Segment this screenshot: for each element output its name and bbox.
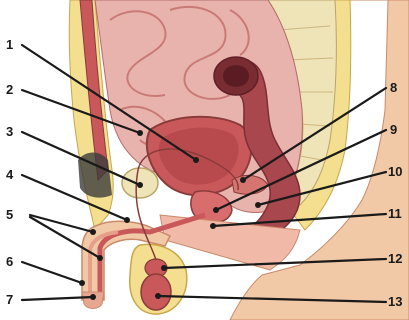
testis xyxy=(141,274,171,310)
label-13: 13 xyxy=(388,294,402,309)
label-5: 5 xyxy=(6,207,13,222)
label-6: 6 xyxy=(6,254,13,269)
label-1: 1 xyxy=(6,37,13,52)
label-8: 8 xyxy=(390,80,397,95)
label-11: 11 xyxy=(388,206,402,221)
label-7: 7 xyxy=(6,292,13,307)
label-4: 4 xyxy=(6,167,14,182)
label-10: 10 xyxy=(388,164,402,179)
rectum-lumen xyxy=(223,65,249,87)
label-9: 9 xyxy=(390,122,397,137)
label-3: 3 xyxy=(6,124,13,139)
label-12: 12 xyxy=(388,251,402,266)
label-2: 2 xyxy=(6,82,13,97)
